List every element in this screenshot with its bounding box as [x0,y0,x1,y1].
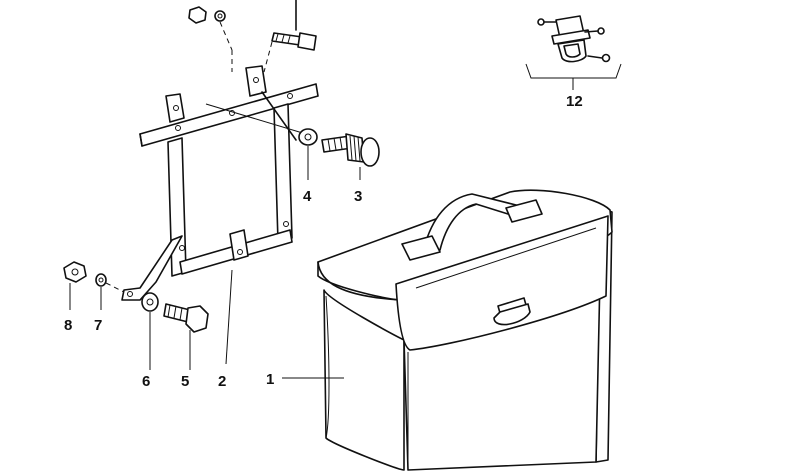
part-number-12: 12 [566,93,583,110]
part-number-8: 8 [64,317,72,334]
part-number-2: 2 [218,373,226,390]
top-bolt[interactable] [263,0,317,73]
part-number-6: 6 [142,373,150,390]
washer-4[interactable] [298,128,318,180]
knob-screw-3[interactable] [321,133,380,180]
part-number-1: 1 [266,371,274,388]
lock-washer-7[interactable] [95,273,125,310]
mounting-frame-2[interactable] [121,65,319,365]
nut-8[interactable] [63,261,87,310]
top-nut-and-washer[interactable] [188,6,233,72]
part-number-5: 5 [181,373,189,390]
part-number-4: 4 [303,188,312,205]
part-number-3: 3 [354,188,362,205]
bolt-5[interactable] [163,303,209,370]
lock-assembly-12[interactable] [525,15,622,90]
washer-6[interactable] [141,292,159,370]
part-number-7: 7 [94,317,102,334]
case-1[interactable] [282,189,613,471]
